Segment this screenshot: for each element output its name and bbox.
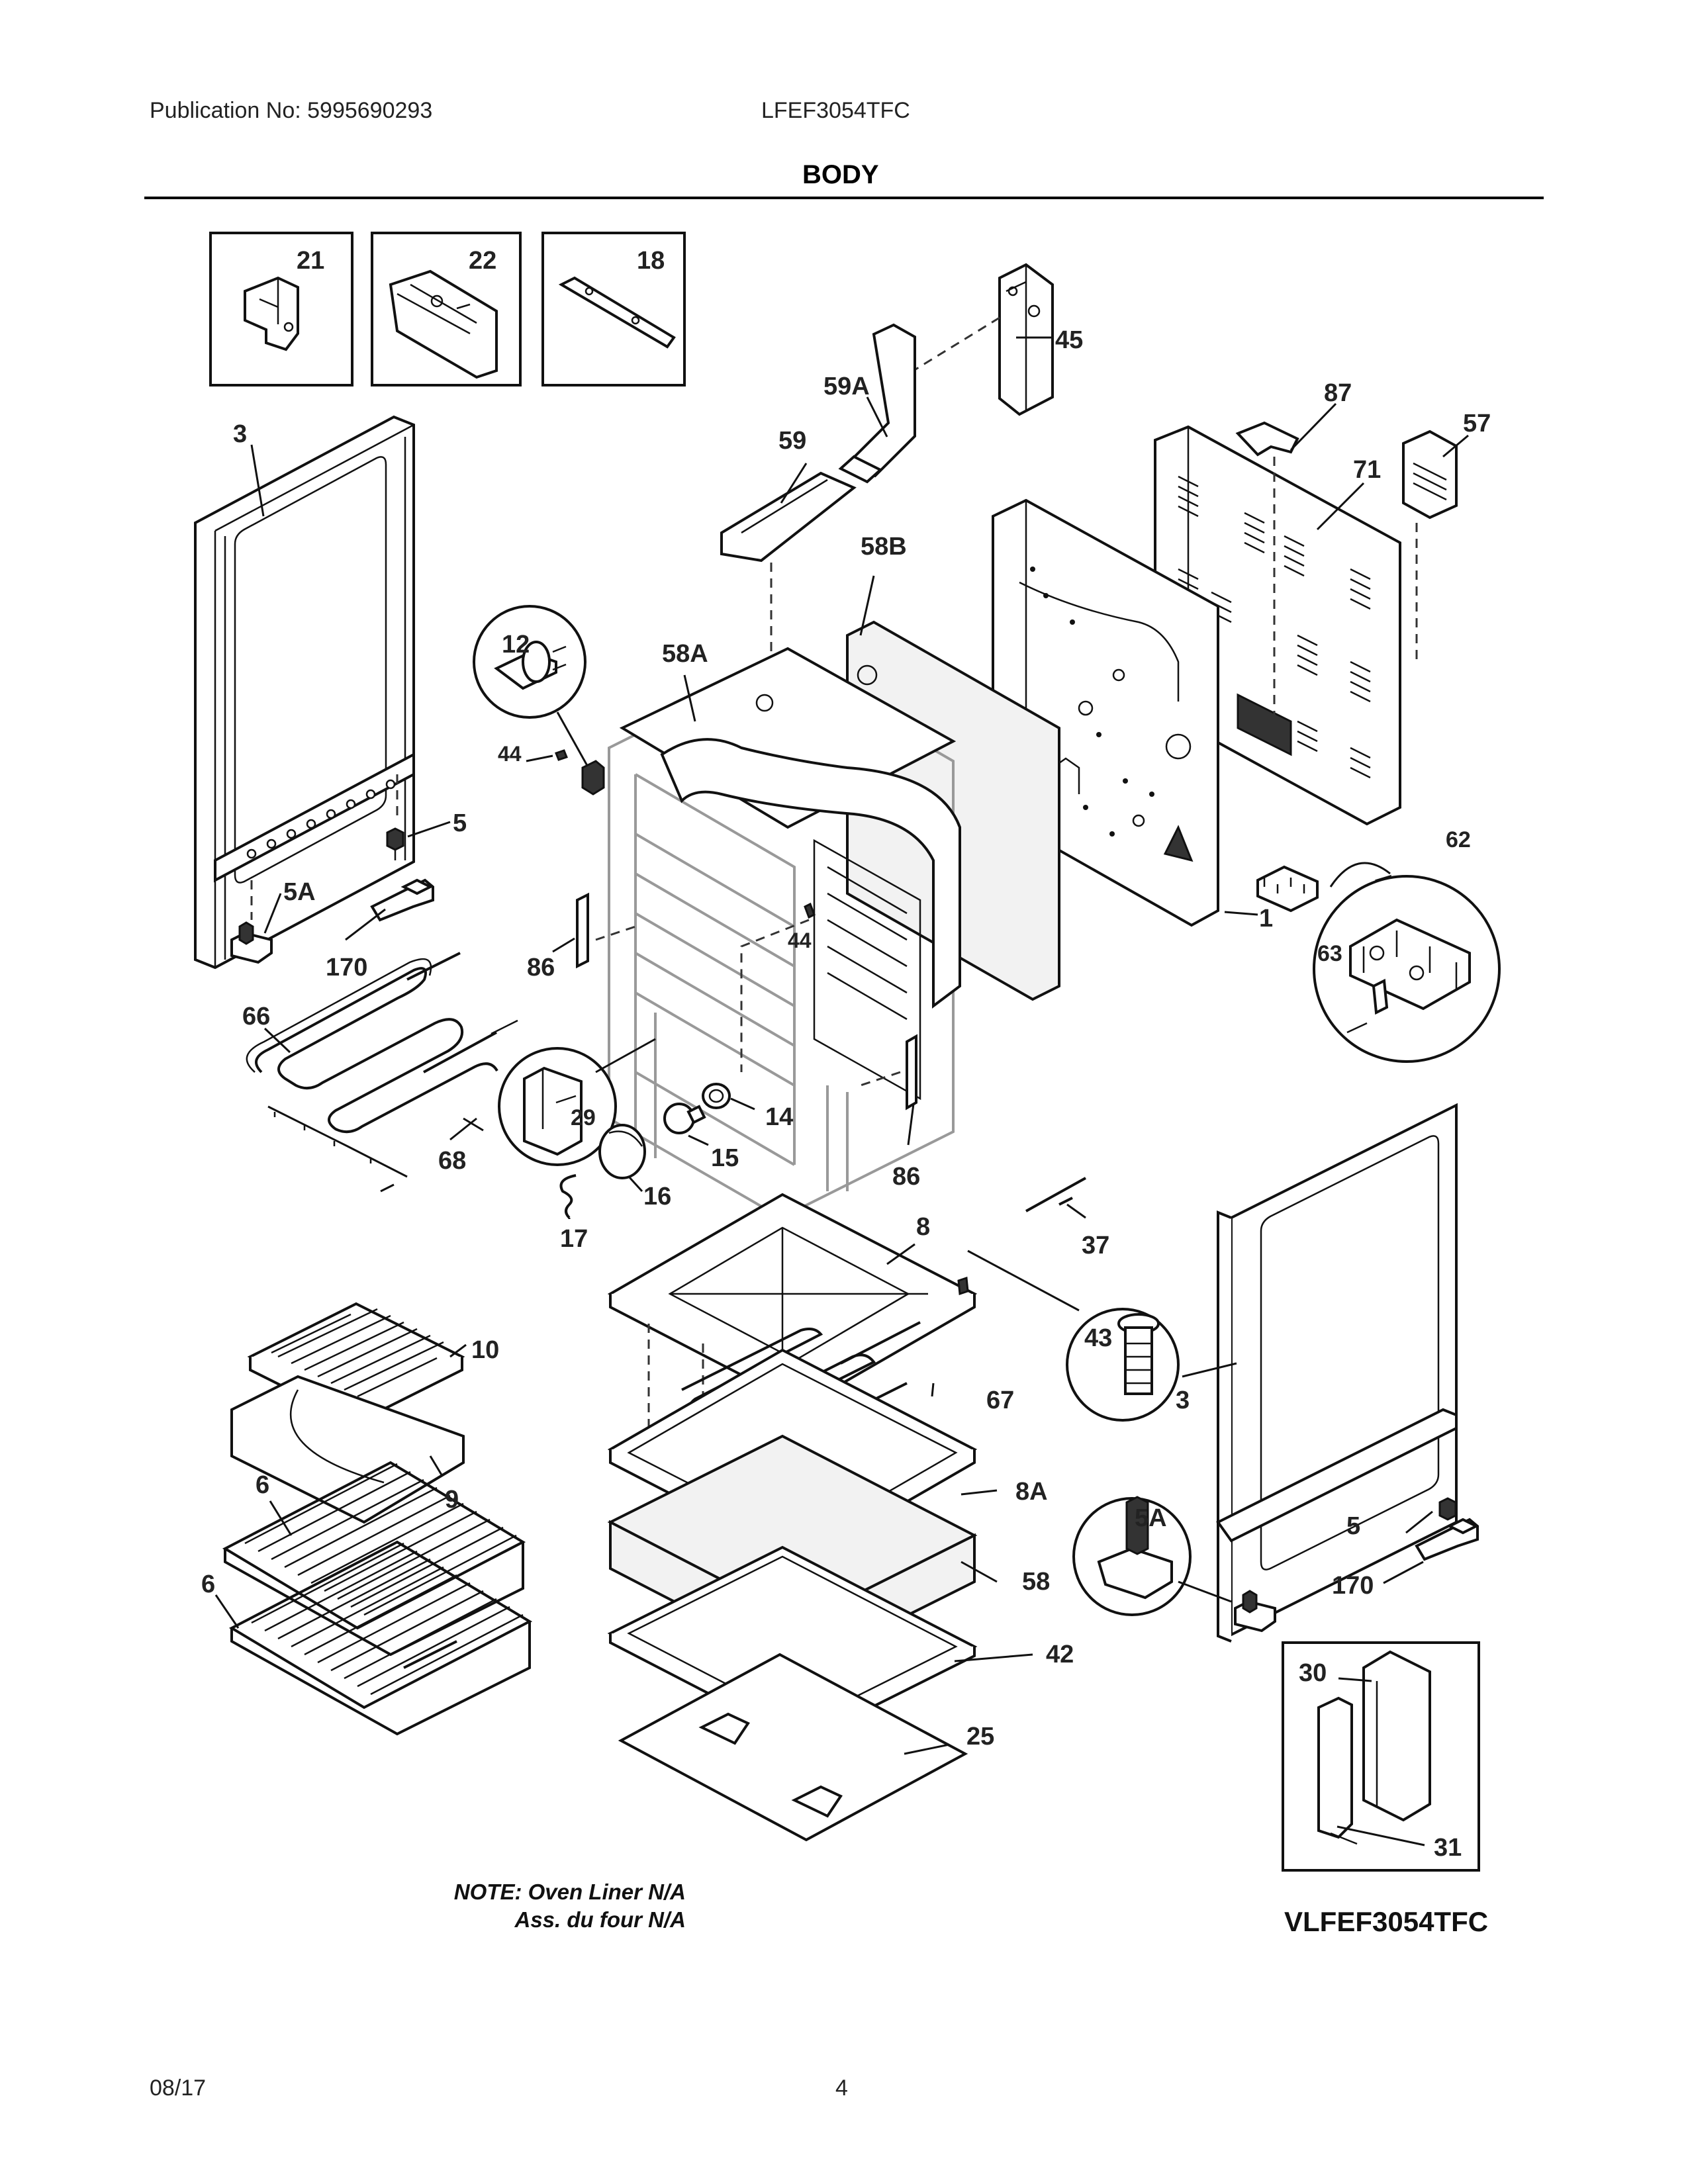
callout-37: 37 <box>1082 1232 1109 1259</box>
callout-9: 9 <box>445 1486 459 1514</box>
callout-8a: 8A <box>1015 1478 1048 1506</box>
callout-44-left: 44 <box>498 742 522 766</box>
callout-1: 1 <box>1259 905 1273 933</box>
part-59a-duct <box>838 323 916 484</box>
callout-31: 31 <box>1434 1834 1462 1862</box>
page-number: 4 <box>835 2075 848 2101</box>
callout-10: 10 <box>471 1336 499 1364</box>
inset-box-22 <box>371 232 522 387</box>
inset-box-21 <box>209 232 353 387</box>
part-12-thermostat-inset <box>473 605 605 796</box>
callout-43: 43 <box>1084 1324 1112 1352</box>
callout-86-right: 86 <box>892 1163 920 1191</box>
callout-59: 59 <box>778 427 806 455</box>
part-5a-hinge-inset-right <box>1072 1496 1232 1616</box>
part-5a-hinge-right <box>1234 1590 1276 1633</box>
callout-25: 25 <box>966 1723 994 1751</box>
part-68-element-bracket <box>267 1105 484 1193</box>
callout-30: 30 <box>1299 1659 1327 1687</box>
inset-box-18 <box>541 232 686 387</box>
header-rule <box>144 197 1544 199</box>
footer-date: 08/17 <box>150 2075 207 2101</box>
part-58a-oven-cavity <box>608 647 961 1220</box>
callout-16: 16 <box>643 1183 671 1210</box>
part-86-support-left <box>576 892 636 969</box>
callout-17: 17 <box>560 1225 588 1253</box>
part-16-lamp-cover <box>598 1124 646 1193</box>
callout-18: 18 <box>637 247 665 275</box>
callout-58: 58 <box>1022 1568 1050 1596</box>
part-62-terminal-block-inset <box>1256 862 1501 1063</box>
callout-5-left: 5 <box>453 809 467 837</box>
callout-59a: 59A <box>823 373 870 400</box>
callout-6-upper: 6 <box>256 1471 269 1499</box>
callout-5-right: 5 <box>1346 1512 1360 1540</box>
callout-71: 71 <box>1353 456 1381 484</box>
callout-58a: 58A <box>662 640 708 668</box>
callout-5a-right: 5A <box>1135 1504 1167 1532</box>
note-oven-liner: NOTE: Oven Liner N/A <box>453 1880 686 1904</box>
callout-44-center: 44 <box>788 929 812 952</box>
section-title: BODY <box>802 160 879 189</box>
callout-68: 68 <box>438 1147 466 1175</box>
callout-86-left: 86 <box>527 954 555 981</box>
callout-45: 45 <box>1055 326 1083 354</box>
part-3-right-door <box>1216 1103 1458 1643</box>
callout-57: 57 <box>1463 410 1491 437</box>
part-87-plate <box>1235 421 1299 715</box>
callout-29: 29 <box>571 1105 596 1130</box>
callout-58b: 58B <box>861 533 907 561</box>
callout-66: 66 <box>242 1003 270 1030</box>
part-43-screw-inset <box>957 1250 1180 1422</box>
part-5-hinge-bolt-right <box>1438 1497 1457 1521</box>
part-3-left-door <box>194 415 415 970</box>
callout-8: 8 <box>916 1213 930 1241</box>
callout-21: 21 <box>297 247 324 275</box>
callout-170-left: 170 <box>326 954 367 981</box>
part-29-inset <box>498 1038 656 1166</box>
callout-5a-left: 5A <box>283 878 316 906</box>
part-14-lamp-socket <box>702 1083 755 1111</box>
part-59-duct <box>720 471 857 688</box>
part-170-hinge-arm-left <box>370 878 434 922</box>
part-5-hinge-bolt-left <box>386 827 404 860</box>
callout-22: 22 <box>469 247 496 275</box>
callout-62: 62 <box>1446 827 1471 852</box>
model-number: LFEF3054TFC <box>761 98 910 123</box>
diagram-code: VLFEF3054TFC <box>1284 1906 1489 1937</box>
callout-3-left: 3 <box>233 420 247 448</box>
callout-labels: 21 22 18 45 59A 87 57 3 59 71 58B 12 58A… <box>201 247 1491 1862</box>
callout-170-right: 170 <box>1332 1572 1374 1600</box>
part-25-lower-panel <box>618 1653 968 1842</box>
part-45-bracket <box>913 263 1054 416</box>
callout-12: 12 <box>502 631 530 659</box>
part-5a-hinge-left <box>230 921 273 964</box>
part-86-support-right <box>860 1034 917 1111</box>
callout-67: 67 <box>986 1387 1014 1414</box>
callout-42: 42 <box>1046 1641 1074 1668</box>
callout-14: 14 <box>765 1103 793 1131</box>
part-44-screw-center <box>740 902 816 1072</box>
part-15-lamp-bulb <box>663 1103 709 1146</box>
part-9-broil-pan <box>230 1375 465 1524</box>
part-6-oven-rack-lower <box>228 1540 533 1736</box>
callout-87: 87 <box>1324 379 1352 407</box>
callout-15: 15 <box>711 1144 739 1172</box>
part-44-screw-left <box>526 749 568 762</box>
part-37-wire <box>1025 1177 1086 1219</box>
part-17-wire-clip <box>559 1174 577 1219</box>
callout-3-right: 3 <box>1176 1387 1190 1414</box>
publication-number: Publication No: 5995690293 <box>150 98 433 123</box>
note-oven-liner-french: Ass. du four N/A <box>514 1907 686 1932</box>
callout-6-lower: 6 <box>201 1570 215 1598</box>
leader-lines <box>214 336 1469 1846</box>
part-170-hinge-arm-right <box>1415 1518 1479 1561</box>
part-57-cover <box>1402 430 1458 662</box>
callout-63: 63 <box>1317 941 1342 966</box>
part-66-broil-element <box>246 952 518 1134</box>
inset-box-handle-30-31 <box>1282 1641 1480 1872</box>
